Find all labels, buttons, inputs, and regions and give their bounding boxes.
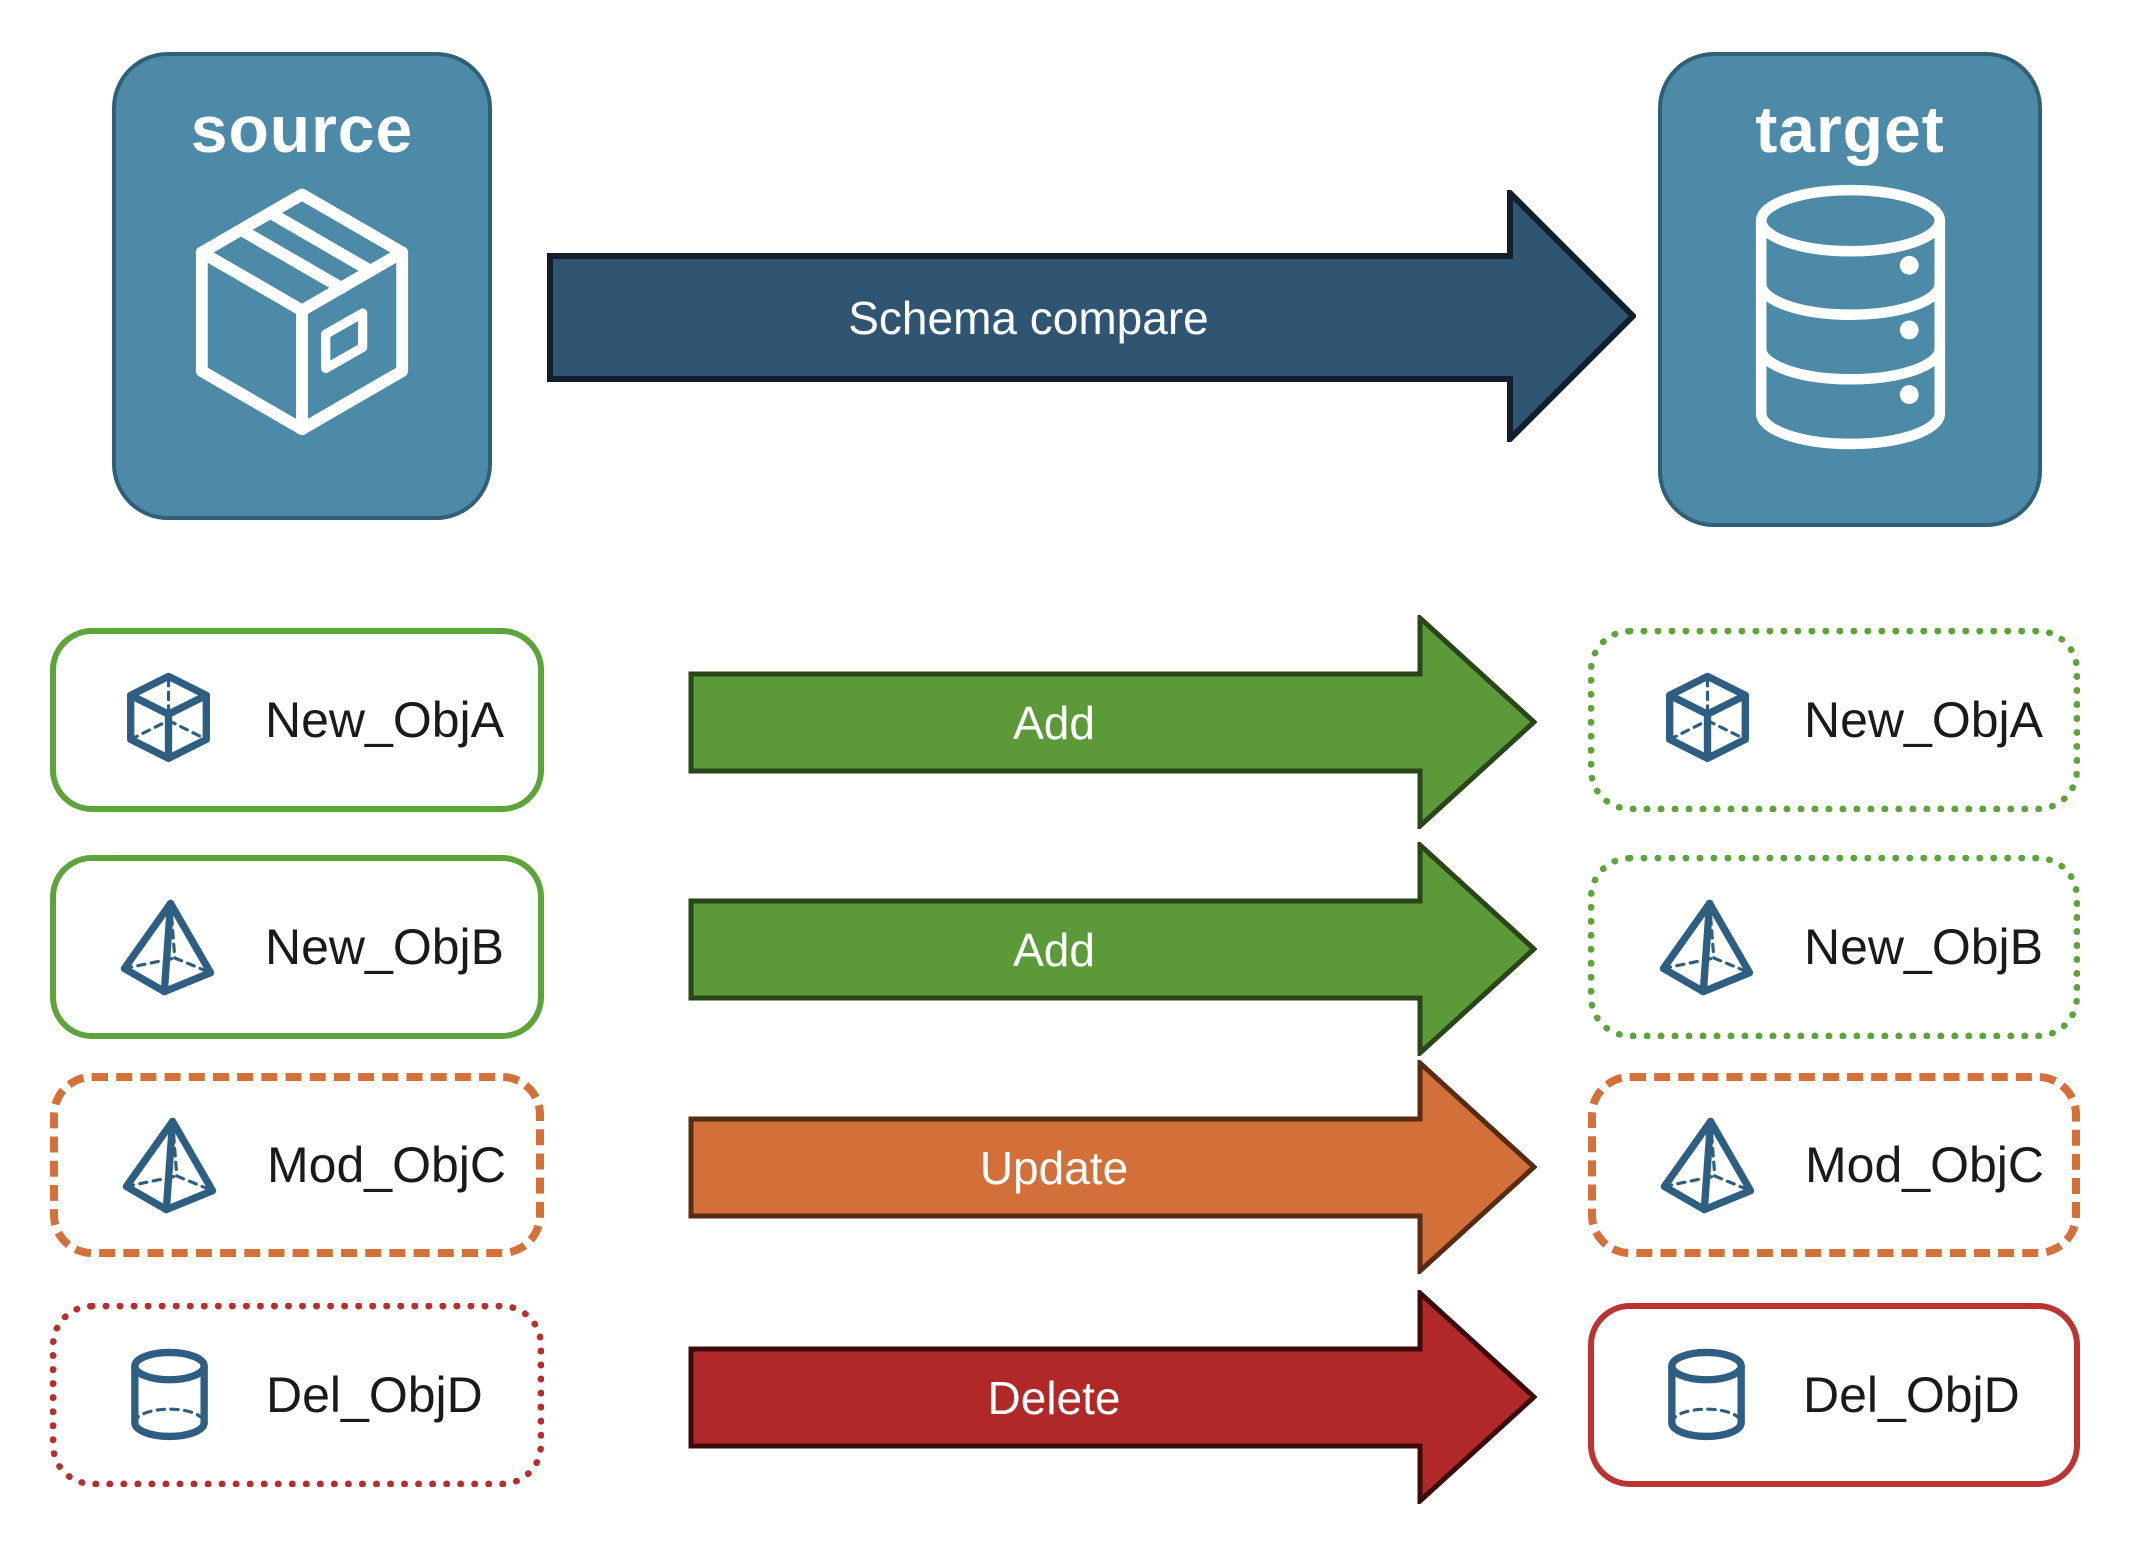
update-arrow-label: Update: [979, 1141, 1129, 1194]
source-object-mod-objc: Mod_ObjC: [50, 1073, 544, 1257]
cube-icon: [127, 672, 210, 762]
database-icon: [1755, 184, 1945, 450]
add-arrow-shape: [688, 842, 1537, 1056]
add-arrow-row1: Add: [688, 615, 1537, 829]
source-object-new-obja: New_ObjA: [50, 628, 544, 812]
pyramid-icon: [122, 1117, 217, 1213]
delete-arrow-shape: [688, 1290, 1537, 1504]
object-label: New_ObjB: [265, 919, 504, 975]
pyramid-icon: [1660, 1117, 1755, 1213]
cylinder-icon: [1668, 1348, 1745, 1440]
cylinder-icon: [131, 1348, 208, 1440]
target-object-mod-objc: Mod_ObjC: [1588, 1073, 2080, 1257]
object-label: New_ObjB: [1804, 919, 2043, 975]
cube-icon: [1666, 672, 1749, 762]
pyramid-icon: [120, 899, 215, 995]
object-label: New_ObjA: [1804, 692, 2043, 748]
add-arrow-label: Add: [1013, 696, 1095, 749]
target-title: target: [1755, 92, 1945, 166]
schema-compare-arrow-shape: [547, 190, 1636, 442]
pyramid-icon: [1659, 899, 1754, 995]
delete-arrow: Delete: [688, 1290, 1537, 1504]
source-title: source: [190, 92, 414, 166]
add-arrow-label: Add: [1013, 923, 1095, 976]
update-arrow: Update: [688, 1060, 1537, 1274]
source-node: source: [112, 52, 492, 520]
update-arrow-shape: [688, 1060, 1537, 1274]
delete-arrow-label: Delete: [987, 1371, 1121, 1424]
add-arrow-shape: [688, 615, 1537, 829]
source-object-del-objd: Del_ObjD: [50, 1303, 544, 1487]
target-object-new-objb: New_ObjB: [1588, 855, 2080, 1039]
object-label: New_ObjA: [265, 692, 504, 748]
source-object-new-objb: New_ObjB: [50, 855, 544, 1039]
package-icon: [195, 188, 409, 436]
target-object-del-objd: Del_ObjD: [1588, 1303, 2080, 1487]
object-label: Mod_ObjC: [1805, 1137, 2044, 1193]
add-arrow-row2: Add: [688, 842, 1537, 1056]
target-object-new-obja: New_ObjA: [1588, 628, 2080, 812]
object-label: Del_ObjD: [1803, 1367, 2020, 1423]
object-label: Mod_ObjC: [267, 1137, 506, 1193]
schema-compare-label: Schema compare: [848, 291, 1209, 344]
object-label: Del_ObjD: [266, 1367, 483, 1423]
target-node: target: [1658, 52, 2042, 527]
schema-compare-arrow: Schema compare: [547, 190, 1636, 442]
